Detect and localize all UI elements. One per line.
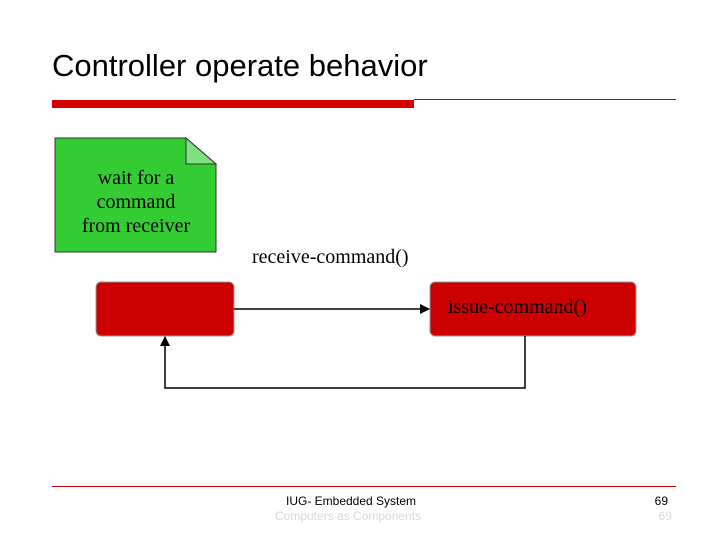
slide-title: Controller operate behavior: [52, 48, 428, 83]
state-wait: [95, 281, 235, 337]
note-shape: [54, 137, 217, 253]
transition-label-receive: receive-command(): [252, 246, 409, 268]
page-number-ghost: 69: [658, 509, 672, 523]
title-rule: [414, 99, 676, 100]
footer-course: IUG- Embedded System: [286, 494, 417, 508]
note-fold: [185, 136, 218, 165]
footer-rule: [52, 486, 676, 487]
footer-book: Computers as Components: [275, 509, 422, 523]
note-line: command: [96, 191, 176, 213]
page-number: 69: [654, 494, 668, 508]
transition-label-issue: issue-command(): [448, 296, 587, 318]
note-line: wait for a: [97, 167, 175, 189]
note-line: from receiver: [81, 215, 191, 237]
arrow-return: [160, 336, 526, 389]
note-text: wait for a command from receiver: [56, 166, 216, 238]
title-accent-bar: [52, 100, 414, 108]
state-issue: [429, 281, 637, 337]
